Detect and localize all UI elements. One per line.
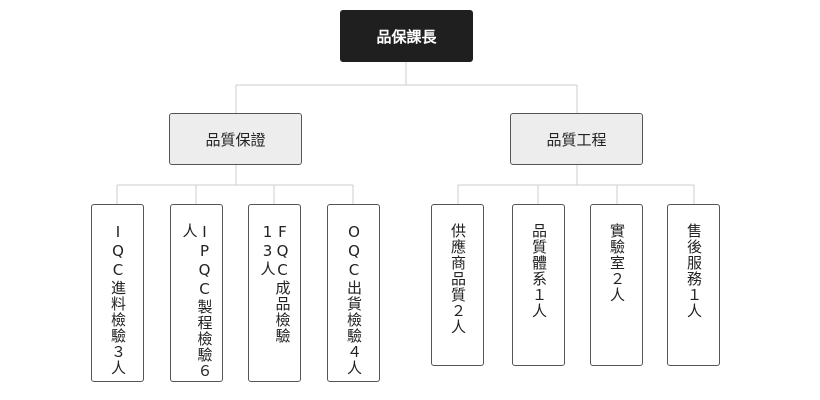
node-laboratory-label: 實驗室２人 xyxy=(608,223,626,303)
node-oqc-label: OQC出貨檢驗４人 xyxy=(345,223,363,376)
node-ipqc-process-inspection: IPQC製程檢驗６人 xyxy=(170,204,223,382)
root-node-label: 品保課長 xyxy=(376,27,437,46)
node-oqc-outgoing-inspection: OQC出貨檢驗４人 xyxy=(327,204,380,382)
node-supplier-quality-label: 供應商品質２人 xyxy=(449,223,467,335)
node-laboratory: 實驗室２人 xyxy=(590,204,643,366)
node-fqc-final-inspection: FQC成品檢驗13人 xyxy=(248,204,301,382)
node-quality-engineering-label: 品質工程 xyxy=(546,130,607,149)
node-quality-assurance: 品質保證 xyxy=(169,113,302,165)
node-after-sales-service: 售後服務１人 xyxy=(667,204,720,366)
node-ipqc-label: IPQC製程檢驗６人 xyxy=(180,223,214,379)
node-after-sales-label: 售後服務１人 xyxy=(685,223,703,319)
node-iqc-label: IQC進料檢驗３人 xyxy=(109,223,127,376)
node-quality-system-label: 品質體系１人 xyxy=(530,223,548,319)
node-quality-engineering: 品質工程 xyxy=(510,113,643,165)
node-quality-assurance-label: 品質保證 xyxy=(205,130,266,149)
node-supplier-quality: 供應商品質２人 xyxy=(431,204,484,366)
node-iqc-incoming-inspection: IQC進料檢驗３人 xyxy=(91,204,144,382)
node-quality-system: 品質體系１人 xyxy=(512,204,565,366)
root-node-qa-manager: 品保課長 xyxy=(340,10,473,62)
node-fqc-label: FQC成品檢驗13人 xyxy=(258,223,292,344)
